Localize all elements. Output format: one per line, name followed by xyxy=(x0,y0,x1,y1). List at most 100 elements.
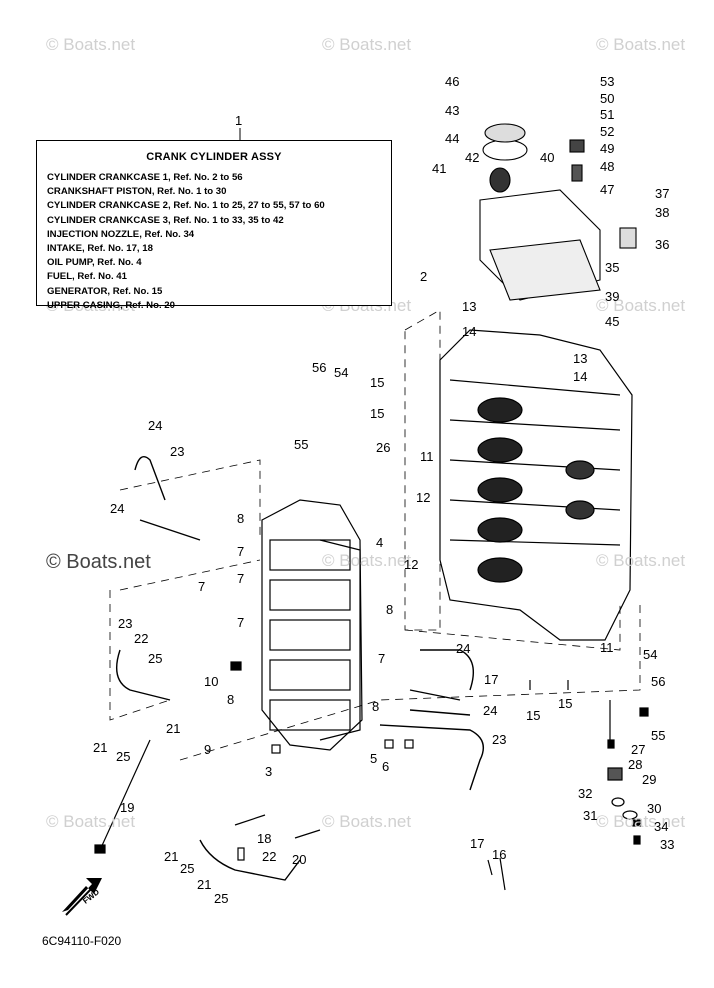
part-callout: 28 xyxy=(628,757,643,772)
part-callout: 10 xyxy=(204,674,219,689)
watermark: © Boats.net xyxy=(46,35,136,54)
part-callout: 15 xyxy=(526,708,541,723)
crank-box-line: UPPER CASING, Ref. No. 20 xyxy=(47,299,175,311)
part-callout: 25 xyxy=(116,749,131,764)
part-callout: 48 xyxy=(600,159,615,174)
part-callout: 8 xyxy=(237,511,245,526)
part-callout: 21 xyxy=(164,849,179,864)
crank-box-line: OIL PUMP, Ref. No. 4 xyxy=(47,257,142,269)
part-callout: 23 xyxy=(170,444,185,459)
part-callout: 50 xyxy=(600,91,615,106)
part-callout: 13 xyxy=(573,351,588,366)
part-callout: 16 xyxy=(492,847,507,862)
part-callout: 12 xyxy=(404,557,419,572)
part-callout: 36 xyxy=(655,237,670,252)
part-callout: 39 xyxy=(605,289,620,304)
part-callout: 21 xyxy=(166,721,181,736)
part-callout: 44 xyxy=(445,131,460,146)
part-callout: 34 xyxy=(654,819,669,834)
crank-box-line: FUEL, Ref. No. 41 xyxy=(47,271,127,283)
part-callout: 7 xyxy=(237,571,245,586)
part-callout: 40 xyxy=(540,150,555,165)
watermark: © Boats.net xyxy=(46,551,151,573)
part-callout: 7 xyxy=(237,615,245,630)
watermark: © Boats.net xyxy=(596,551,686,570)
top-cover-assembly xyxy=(479,123,637,301)
part-callout: 24 xyxy=(456,641,471,656)
part-callout: 25 xyxy=(180,861,195,876)
part-callout: 54 xyxy=(643,647,658,662)
part-callout: 51 xyxy=(600,107,615,122)
crank-box-title: CRANK CYLINDER ASSY xyxy=(146,151,282,163)
part-callout: 56 xyxy=(651,674,666,689)
crank-box-line: GENERATOR, Ref. No. 15 xyxy=(47,285,163,297)
part-callout: 22 xyxy=(134,631,149,646)
part-callout: 22 xyxy=(262,849,277,864)
part-callout: 37 xyxy=(655,186,670,201)
part-callout: 52 xyxy=(600,124,615,139)
part-callout: 9 xyxy=(204,742,212,757)
crank-box-line: CYLINDER CRANKCASE 1, Ref. No. 2 to 56 xyxy=(47,172,243,183)
part-callout: 33 xyxy=(660,837,675,852)
part-callout: 53 xyxy=(600,74,615,89)
crankcase-main xyxy=(439,329,633,641)
crank-cylinder-assy-box: CRANK CYLINDER ASSY CYLINDER CRANKCASE 1… xyxy=(36,140,392,311)
crank-box-line: INJECTION NOZZLE, Ref. No. 34 xyxy=(47,228,195,240)
callout-box-ref: 1 xyxy=(235,113,243,128)
part-callout: 49 xyxy=(600,141,615,156)
part-callout: 8 xyxy=(372,699,380,714)
crank-box-line: CRANKSHAFT PISTON, Ref. No. 1 to 30 xyxy=(47,186,227,198)
part-callout: 11 xyxy=(600,640,614,655)
part-callout: 24 xyxy=(110,501,125,516)
part-callout: 42 xyxy=(465,150,480,165)
part-callout: 18 xyxy=(257,831,272,846)
watermark: © Boats.net xyxy=(596,296,686,315)
part-callout: 31 xyxy=(583,808,598,823)
group-outlines xyxy=(109,309,641,761)
part-callout: 25 xyxy=(148,651,163,666)
part-callout: 54 xyxy=(334,365,349,380)
part-callout: 15 xyxy=(370,375,385,390)
bolts xyxy=(94,661,649,891)
watermark: © Boats.net xyxy=(596,812,686,831)
part-callout: 17 xyxy=(484,672,499,687)
part-callout: 24 xyxy=(148,418,163,433)
part-callout: 2 xyxy=(420,269,428,284)
part-callout: 26 xyxy=(376,440,391,455)
part-callout: 7 xyxy=(198,579,206,594)
part-callout: 35 xyxy=(605,260,620,275)
part-callout: 29 xyxy=(642,772,657,787)
part-callout: 56 xyxy=(312,360,327,375)
part-callout: 21 xyxy=(93,740,108,755)
part-callout: 8 xyxy=(227,692,235,707)
part-callout: 20 xyxy=(292,852,307,867)
watermark: © Boats.net xyxy=(46,812,136,831)
part-callout: 23 xyxy=(118,616,133,631)
part-callout: 41 xyxy=(432,161,447,176)
part-callout: 12 xyxy=(416,490,431,505)
part-callout: 19 xyxy=(120,800,135,815)
watermark: © Boats.net xyxy=(596,35,686,54)
part-callout: 5 xyxy=(370,751,378,766)
part-callout: 23 xyxy=(492,732,507,747)
part-callout: 47 xyxy=(600,182,615,197)
watermark: © Boats.net xyxy=(322,35,412,54)
part-callout: 15 xyxy=(558,696,573,711)
crank-box-line: CYLINDER CRANKCASE 2, Ref. No. 1 to 25, … xyxy=(47,200,325,212)
part-callout: 17 xyxy=(470,836,485,851)
part-callout: 43 xyxy=(445,103,460,118)
part-callout: 30 xyxy=(647,801,662,816)
part-callout: 21 xyxy=(197,877,212,892)
part-callout: 11 xyxy=(420,449,434,464)
part-callout: 45 xyxy=(605,314,620,329)
crank-box-lines: CYLINDER CRANKCASE 1, Ref. No. 2 to 56 C… xyxy=(47,171,325,313)
part-callout: 14 xyxy=(573,369,588,384)
part-callout: 32 xyxy=(578,786,593,801)
watermark: © Boats.net xyxy=(322,551,412,570)
part-callout: 7 xyxy=(378,651,386,666)
part-callout: 7 xyxy=(237,544,245,559)
watermark: © Boats.net xyxy=(322,812,412,831)
part-callout: 8 xyxy=(386,602,394,617)
part-callout: 24 xyxy=(483,703,498,718)
